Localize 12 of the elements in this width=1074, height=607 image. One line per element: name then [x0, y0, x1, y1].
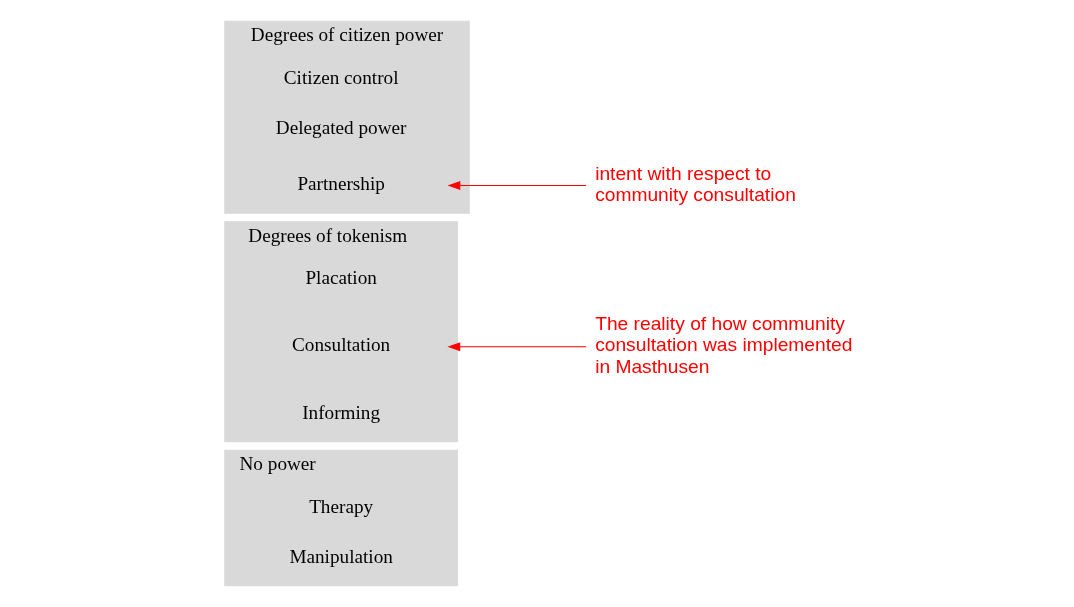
- arrow: [447, 181, 587, 191]
- node-text: The reality of how community consultation was implemented in Masthusen: [595, 313, 853, 377]
- node-text: intent with respect to community consultation: [595, 162, 796, 205]
- node-text: Citizen control: [283, 66, 399, 88]
- node-text: Manipulation: [289, 545, 393, 567]
- node-text: Informing: [302, 401, 381, 423]
- node-text: Delegated power: [275, 116, 407, 138]
- node-text: Therapy: [309, 495, 374, 517]
- node-text: Placation: [305, 267, 377, 289]
- node-text: Consultation: [292, 334, 391, 356]
- arrow: [447, 342, 587, 352]
- node-text: Partnership: [297, 173, 385, 195]
